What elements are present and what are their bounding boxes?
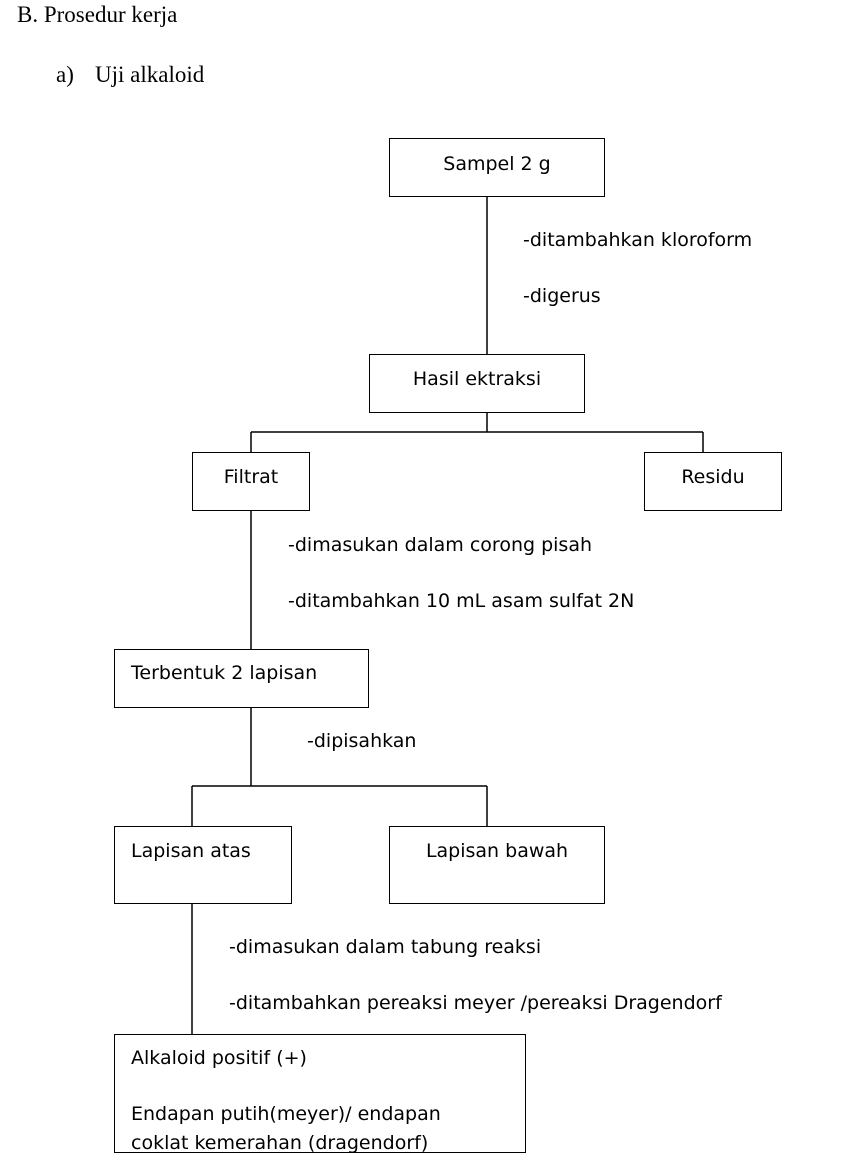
node-alkaloid-line3: coklat kemerahan (dragendorf) [131, 1132, 429, 1153]
step-digerus: -digerus [523, 285, 601, 307]
node-filtrat: Filtrat [192, 452, 310, 511]
node-lapisan-atas-label: Lapisan atas [131, 840, 251, 862]
step-ditambahkan-pereaksi: -ditambahkan pereaksi meyer /pereaksi Dr… [229, 992, 722, 1014]
node-lapisan-bawah: Lapisan bawah [389, 826, 605, 904]
section-heading: B. Prosedur kerja [17, 2, 178, 27]
node-lapisan-atas: Lapisan atas [114, 826, 292, 904]
step-dipisahkan: -dipisahkan [307, 730, 417, 752]
node-sampel: Sampel 2 g [389, 138, 605, 197]
node-residu-label: Residu [681, 466, 745, 488]
node-terbentuk-label: Terbentuk 2 lapisan [131, 662, 318, 684]
subsection-marker: a) [56, 62, 74, 87]
step-dimasukan-corong-pisah: -dimasukan dalam corong pisah [288, 534, 593, 556]
node-hasil-ekstraksi-label: Hasil ektraksi [412, 368, 542, 390]
subsection-title: Uji alkaloid [95, 62, 205, 87]
node-lapisan-bawah-label: Lapisan bawah [425, 840, 569, 862]
node-alkaloid-line2: Endapan putih(meyer)/ endapan [131, 1103, 441, 1125]
node-residu: Residu [644, 452, 782, 511]
node-filtrat-label: Filtrat [223, 466, 279, 488]
node-terbentuk-2-lapisan: Terbentuk 2 lapisan [114, 649, 369, 708]
step-dimasukan-tabung-reaksi: -dimasukan dalam tabung reaksi [229, 936, 542, 958]
node-alkaloid-line1: Alkaloid positif (+) [131, 1047, 307, 1069]
step-ditambahkan-kloroform: -ditambahkan kloroform [523, 229, 753, 251]
node-sampel-label: Sampel 2 g [443, 153, 551, 175]
node-hasil-ekstraksi: Hasil ektraksi [369, 354, 585, 413]
step-ditambahkan-asam-sulfat: -ditambahkan 10 mL asam sulfat 2N [288, 590, 635, 612]
node-alkaloid-positif: Alkaloid positif (+) Endapan putih(meyer… [114, 1034, 526, 1153]
